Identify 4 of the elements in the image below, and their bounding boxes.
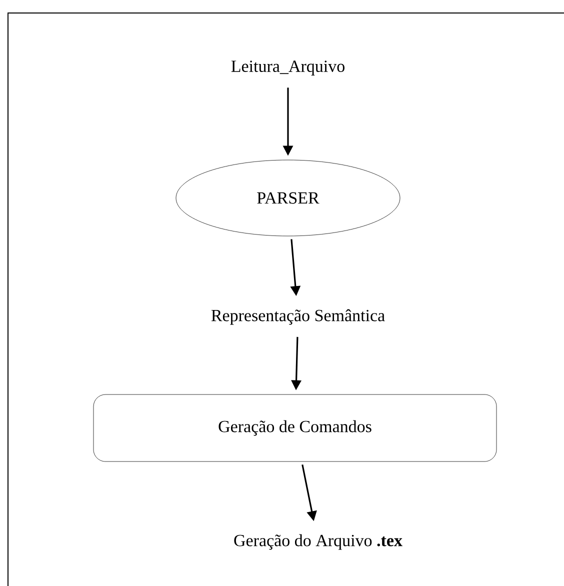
process-box: Geração de Comandos — [93, 394, 497, 462]
node-text: Geração do Arquivo .tex — [234, 534, 402, 550]
node-text: Leitura_Arquivo — [231, 60, 344, 76]
node-text: Representação Semântica — [211, 309, 385, 325]
